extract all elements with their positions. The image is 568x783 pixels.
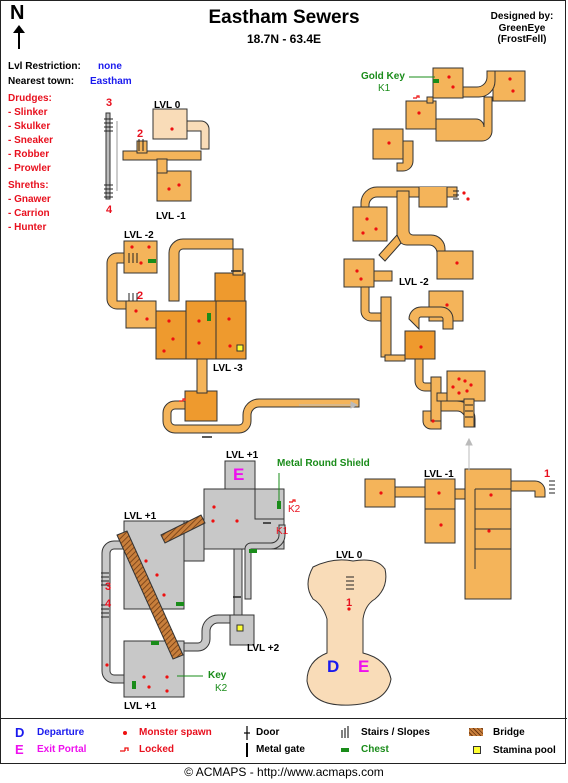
level-label: LVL -1 [156,211,186,222]
level-label: LVL -3 [213,363,243,374]
legend-departure-icon: D [15,725,25,740]
map-legend: D Departure E Exit Portal Monster spawn … [1,718,567,766]
legend-monster-spawn: Monster spawn [139,727,212,738]
gold-key-label: Gold Key [361,71,405,82]
gates-doors [202,270,271,598]
key-id-label: K2 [215,683,228,694]
legend-monster-icon [123,731,127,735]
legend-stamina-icon [473,746,481,754]
level-label: LVL +1 [226,450,259,461]
drudge-item: - Skulker [8,121,51,132]
connection-arrows [299,401,473,471]
level-label: LVL -2 [124,230,154,241]
key-id-label: K2 [288,504,301,515]
compass-arrow-icon [13,25,25,49]
stairs-lvl0-small [104,118,113,198]
departure-marker: D [327,657,340,676]
exit-portal-marker: E [358,657,370,676]
area-lvl0-bottom [306,559,392,706]
stairs-symbols [101,139,555,618]
drudge-item: - Robber [8,149,50,160]
level-label: LVL +2 [247,643,280,654]
legend-bridge-icon [469,728,483,736]
legend-chest-icon [341,748,349,752]
level-label: LVL +1 [124,701,157,712]
drudge-item: - Slinker [8,107,48,118]
legend-locked-icon [120,747,129,752]
footer-copyright: © ACMAPS - http://www.acmaps.com [184,765,384,779]
legend-bridge: Bridge [493,727,525,738]
area-lvl0-small [105,108,210,202]
connection-number: 4 [106,204,113,216]
connection-number: 1 [346,597,353,609]
level-label: LVL -2 [399,277,429,288]
area-lvl-2-right [343,67,526,430]
map-coordinates: 18.7N - 63.4E [246,32,322,46]
level-label: LVL +1 [124,511,157,522]
level-label: LVL 0 [154,100,181,111]
stamina-pool [236,344,244,352]
key-id-label: K1 [276,526,289,537]
nearest-town-value: Eastham [90,76,132,87]
legend-departure: Departure [37,727,85,738]
drudges-heading: Drudges: [8,93,52,104]
map-drawing [101,67,555,706]
legend-exit: Exit Portal [37,744,87,755]
legend-metal-gate: Metal gate [256,744,305,755]
connection-number: 2 [137,128,144,140]
monster-spawns [105,75,515,693]
page-title: Eastham Sewers [208,7,360,28]
connection-number: 2 [137,290,144,302]
area-lvl-3 [106,238,360,434]
key-id-label: K1 [378,83,391,94]
legend-stairs: Stairs / Slopes [361,727,430,738]
legend-metal-gate-icon [246,743,248,757]
exit-portal-marker: E [233,465,245,484]
legend-stairs-icon [341,726,349,738]
designer-name: GreenEye [498,23,546,34]
legend-exit-icon: E [15,742,24,757]
shreth-item: - Carrion [8,208,50,219]
legend-door: Door [256,727,280,738]
legend-chest: Chest [361,744,389,755]
connection-number: 1 [544,468,551,480]
connection-number: 4 [105,598,112,610]
compass-n: N [10,2,25,24]
shreth-item: - Gnawer [8,194,51,205]
map-frame: N Eastham Sewers 18.7N - 63.4E Designed … [0,0,567,766]
legend-locked: Locked [139,744,175,755]
legend-door-icon [244,726,250,740]
locked-marks [179,95,420,503]
key-label: Key [208,670,227,681]
level-label: LVL 0 [336,550,363,561]
legend-stamina-pool: Stamina pool [493,745,556,756]
nearest-town-label: Nearest town: [8,76,75,87]
designed-by-label: Designed by: [490,11,554,22]
level-label: LVL -1 [424,469,454,480]
area-lvl-plus [101,460,286,698]
area-lvl-1-right [364,468,546,600]
drudge-item: - Sneaker [8,135,54,146]
shreths-heading: Shreths: [8,180,49,191]
shield-label: Metal Round Shield [277,458,370,469]
stamina-pool [236,624,244,632]
shreth-item: - Hunter [8,222,47,233]
restriction-value: none [98,61,122,72]
connection-number: 3 [106,97,113,109]
restriction-label: Lvl Restriction: [8,61,81,72]
designer-group: (FrostFell) [497,34,547,45]
chests [132,79,439,689]
connection-number: 3 [105,581,112,593]
drudge-item: - Prowler [8,163,51,174]
